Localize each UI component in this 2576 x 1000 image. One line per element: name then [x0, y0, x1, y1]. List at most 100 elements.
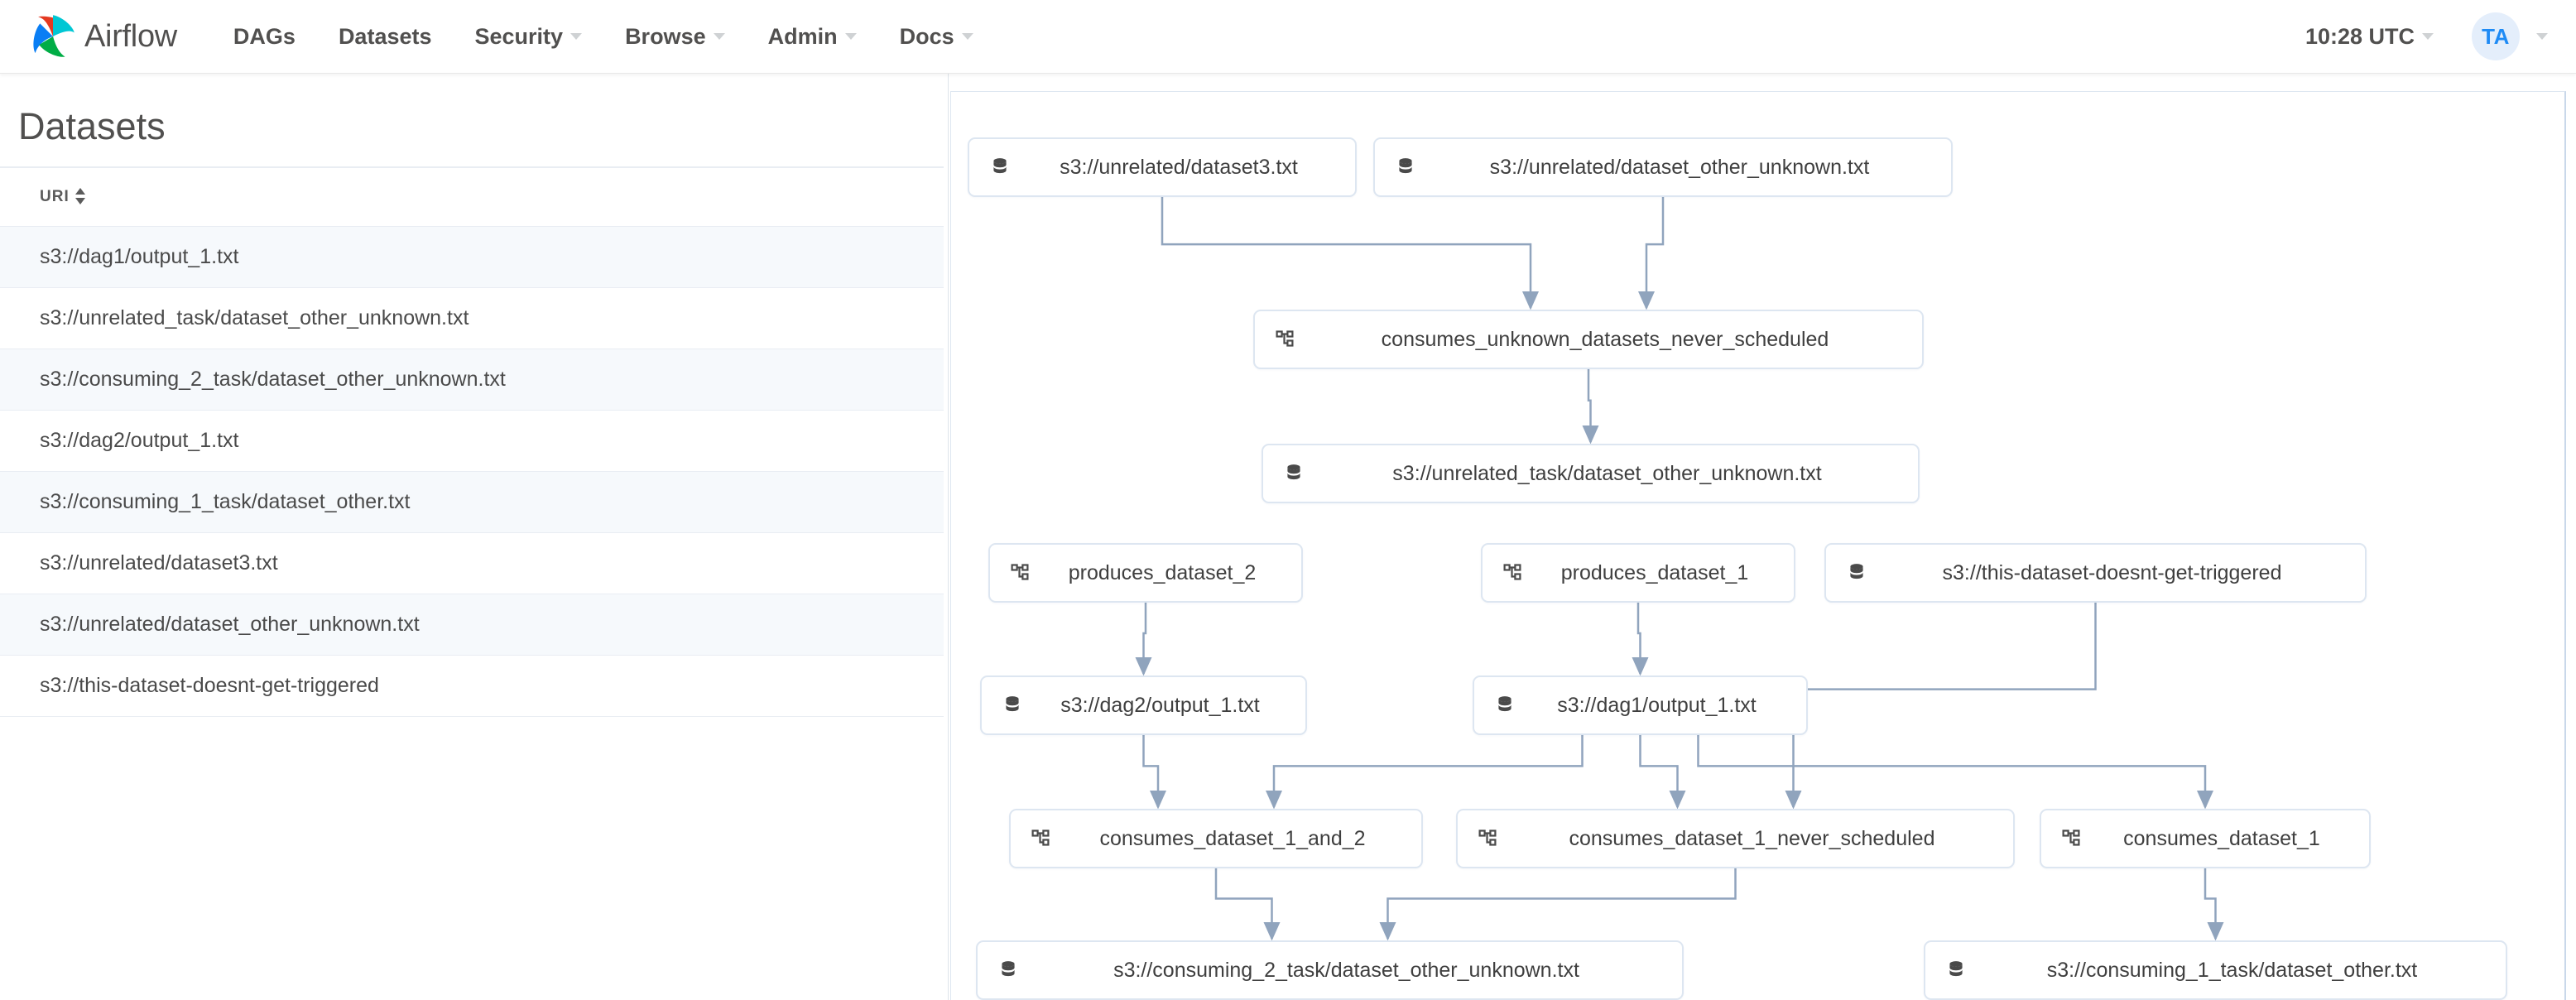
database-icon: [1492, 693, 1517, 718]
nav-label: DAGs: [233, 23, 296, 49]
chevron-down-icon: [2536, 33, 2548, 40]
graph-node-label: s3://consuming_2_task/dataset_other_unkn…: [1113, 958, 1579, 982]
graph-node-dataset[interactable]: s3://dag2/output_1.txt: [980, 675, 1307, 735]
graph-node-dataset[interactable]: s3://consuming_1_task/dataset_other.txt: [1924, 940, 2507, 1000]
graph-node-dataset[interactable]: s3://unrelated_task/dataset_other_unknow…: [1262, 444, 1920, 503]
chevron-down-icon: [844, 33, 857, 40]
graph-node-dataset[interactable]: s3://unrelated/dataset3.txt: [968, 137, 1357, 197]
graph-node-label: s3://unrelated/dataset_other_unknown.txt: [1489, 155, 1870, 179]
nav-label: Security: [474, 23, 564, 49]
graph-edge: [1135, 603, 1152, 676]
graph-edge: [1632, 603, 1649, 676]
avatar: TA: [2472, 12, 2520, 60]
clock-label: 10:28 UTC: [2304, 23, 2415, 49]
dag-icon: [1008, 560, 1033, 585]
table-row[interactable]: s3://this-dataset-doesnt-get-triggered: [0, 655, 944, 717]
dataset-uri-cell[interactable]: s3://unrelated_task/dataset_other_unknow…: [0, 287, 944, 349]
user-menu[interactable]: TA: [2472, 12, 2548, 60]
dataset-graph-panel[interactable]: s3://unrelated/dataset3.txt s3://unrelate…: [950, 91, 2566, 1000]
table-row[interactable]: s3://consuming_1_task/dataset_other.txt: [0, 471, 944, 533]
table-row[interactable]: s3://dag2/output_1.txt: [0, 410, 944, 472]
graph-node-label: s3://unrelated/dataset3.txt: [1060, 155, 1298, 179]
dataset-uri-cell[interactable]: s3://this-dataset-doesnt-get-triggered: [0, 655, 944, 717]
timezone-selector[interactable]: 10:28 UTC: [2305, 24, 2434, 50]
page-title: Datasets: [18, 105, 166, 147]
table-header-row: URI: [0, 166, 944, 227]
table-row[interactable]: s3://dag1/output_1.txt: [0, 226, 944, 288]
chevron-down-icon: [2422, 33, 2434, 40]
graph-edge: [1785, 603, 2097, 810]
graph-node-dataset[interactable]: s3://unrelated/dataset_other_unknown.txt: [1373, 137, 1953, 197]
nav-item-docs[interactable]: Docs: [900, 24, 973, 50]
graph-node-dag[interactable]: consumes_dataset_1_never_scheduled: [1456, 809, 2015, 868]
graph-node-dag[interactable]: consumes_dataset_1: [2040, 809, 2371, 868]
graph-edge: [1379, 868, 1737, 941]
dag-icon: [1501, 560, 1526, 585]
graph-node-label: s3://this-dataset-doesnt-get-triggered: [1942, 560, 2282, 584]
table-row[interactable]: s3://unrelated/dataset3.txt: [0, 532, 944, 594]
dataset-uri-cell[interactable]: s3://unrelated/dataset_other_unknown.txt: [0, 594, 944, 656]
graph-node-dataset[interactable]: s3://consuming_2_task/dataset_other_unkn…: [976, 940, 1684, 1000]
dag-icon: [2059, 826, 2084, 851]
graph-edge: [1266, 735, 1584, 810]
graph-node-dag[interactable]: consumes_unknown_datasets_never_schedule…: [1253, 310, 1924, 369]
graph-node-label: produces_dataset_2: [1068, 560, 1257, 584]
dag-icon: [1029, 826, 1054, 851]
nav-label: Admin: [767, 23, 838, 49]
graph-node-label: consumes_dataset_1_never_scheduled: [1569, 826, 1935, 850]
graph-node-dag[interactable]: produces_dataset_2: [988, 543, 1303, 603]
database-icon: [1281, 461, 1306, 486]
graph-edge: [1582, 369, 1599, 445]
graph-edge: [1161, 197, 1539, 310]
database-icon: [996, 958, 1021, 983]
table-row[interactable]: s3://unrelated_task/dataset_other_unknow…: [0, 287, 944, 349]
dataset-uri-cell[interactable]: s3://dag1/output_1.txt: [0, 226, 944, 288]
column-header-label: URI: [40, 188, 70, 205]
table-row[interactable]: s3://unrelated/dataset_other_unknown.txt: [0, 594, 944, 656]
dataset-uri-cell[interactable]: s3://consuming_1_task/dataset_other.txt: [0, 471, 944, 533]
database-icon: [1844, 560, 1869, 585]
graph-edge: [1214, 868, 1281, 941]
graph-node-label: s3://dag2/output_1.txt: [1060, 693, 1260, 717]
graph-node-dataset[interactable]: s3://dag1/output_1.txt: [1473, 675, 1808, 735]
nav-label: Browse: [625, 23, 706, 49]
dataset-uri-cell[interactable]: s3://consuming_2_task/dataset_other_unkn…: [0, 349, 944, 411]
dataset-uri-cell[interactable]: s3://dag2/output_1.txt: [0, 410, 944, 472]
brand-home-link[interactable]: Airflow: [30, 13, 177, 60]
graph-edge: [1142, 735, 1166, 810]
top-navbar: Airflow DAGs Datasets Security Browse Ad…: [0, 0, 2576, 74]
graph-edges: [1135, 197, 2224, 941]
nav-item-browse[interactable]: Browse: [625, 24, 725, 50]
graph-edge: [1638, 197, 1665, 310]
dataset-uri-cell[interactable]: s3://unrelated/dataset3.txt: [0, 532, 944, 594]
graph-node-label: produces_dataset_1: [1560, 560, 1749, 584]
chevron-down-icon: [570, 33, 583, 40]
airflow-pinwheel-logo: [33, 15, 74, 57]
column-header-uri[interactable]: URI: [0, 166, 944, 227]
graph-node-label: s3://consuming_1_task/dataset_other.txt: [2046, 958, 2418, 982]
graph-node-label: consumes_dataset_1_and_2: [1099, 826, 1366, 850]
graph-node-dag[interactable]: produces_dataset_1: [1481, 543, 1795, 603]
graph-node-dataset[interactable]: s3://this-dataset-doesnt-get-triggered: [1824, 543, 2367, 603]
chevron-down-icon: [713, 33, 725, 40]
table-row[interactable]: s3://consuming_2_task/dataset_other_unkn…: [0, 349, 944, 411]
dag-icon: [1476, 826, 1501, 851]
sort-updown-icon[interactable]: [74, 188, 85, 204]
graph-canvas[interactable]: s3://unrelated/dataset3.txt s3://unrelate…: [951, 92, 2564, 1000]
nav-label: Datasets: [338, 23, 432, 49]
graph-node-dag[interactable]: consumes_dataset_1_and_2: [1009, 809, 1423, 868]
datasets-table-head: URI: [0, 166, 944, 227]
nav-item-admin[interactable]: Admin: [768, 24, 857, 50]
nav-item-dags[interactable]: DAGs: [233, 24, 296, 50]
database-icon: [1393, 155, 1418, 180]
graph-node-label: consumes_unknown_datasets_never_schedule…: [1381, 327, 1829, 351]
graph-edge: [2204, 868, 2224, 941]
nav-item-datasets[interactable]: Datasets: [339, 24, 432, 50]
main-nav: DAGs Datasets Security Browse Admin Docs: [233, 24, 1016, 50]
graph-node-label: consumes_dataset_1: [2123, 826, 2320, 850]
nav-item-security[interactable]: Security: [475, 24, 583, 50]
database-icon: [988, 155, 1012, 180]
graph-node-label: s3://unrelated_task/dataset_other_unknow…: [1392, 461, 1822, 485]
database-icon: [1000, 693, 1025, 718]
